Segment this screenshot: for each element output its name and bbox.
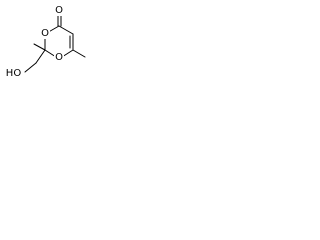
- hydroxyl-label-background: [4, 68, 23, 79]
- bond-c2-ch2: [35, 49, 46, 64]
- molecule-structure-diagram: O O O HO: [4, 5, 86, 79]
- carbonyl-oxygen-label-background: [54, 5, 64, 16]
- ring-oxygen-right-label-background: [54, 52, 64, 63]
- bond-c2-methyl: [33, 43, 46, 51]
- ring-oxygen-right-label: O: [55, 52, 63, 63]
- bond-c4-c5: [58, 25, 74, 35]
- carbonyl-oxygen-label: O: [55, 5, 63, 16]
- ring-oxygen-left-label: O: [41, 28, 49, 39]
- atom-label-layer: O O O HO: [4, 5, 64, 79]
- bond-layer: [24, 15, 86, 73]
- bond-ch2-hydroxyl: [24, 62, 37, 73]
- ring-oxygen-left-label-background: [40, 28, 50, 39]
- hydroxyl-label: HO: [6, 68, 22, 79]
- bond-c6-methyl: [72, 49, 86, 58]
